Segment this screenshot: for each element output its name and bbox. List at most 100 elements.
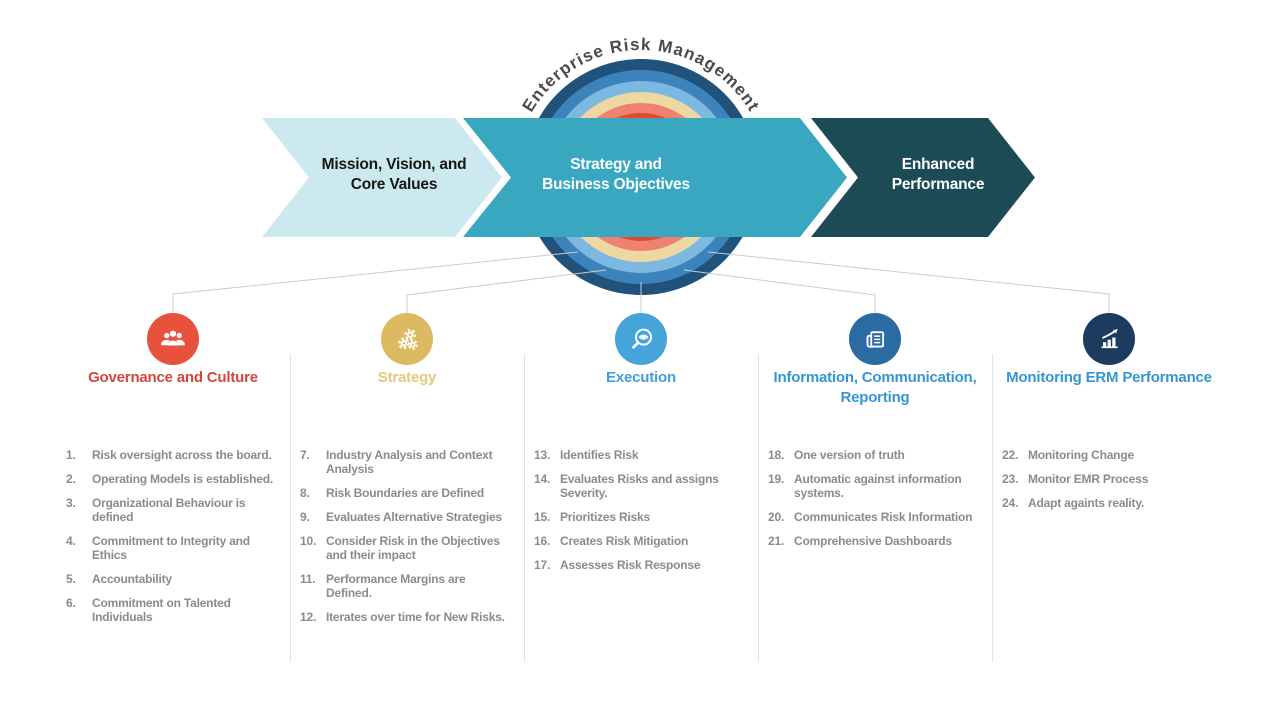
item-number: 14. bbox=[534, 472, 551, 486]
execution-icon-circle bbox=[615, 313, 667, 365]
list-item: 23. Monitor EMR Process bbox=[1002, 472, 1216, 486]
item-number: 20. bbox=[768, 510, 785, 524]
chart-growth-icon bbox=[1101, 329, 1118, 349]
column-governance: Governance and Culture 1.Risk oversight … bbox=[56, 368, 290, 634]
list-item: 13.Identifies Risk bbox=[534, 448, 748, 462]
list-item: 14. Evaluates Risks and assigns Severity. bbox=[534, 472, 748, 500]
list-item: 6. Commitment on Talented Individuals bbox=[66, 596, 280, 624]
item-number: 5. bbox=[66, 572, 76, 586]
connector-monitoring bbox=[707, 251, 1110, 313]
item-text: Evaluates Alternative Strategies bbox=[326, 510, 502, 524]
list-item: 15. Prioritizes Risks bbox=[534, 510, 748, 524]
item-text: Risk Boundaries are Defined bbox=[326, 486, 484, 500]
list-item: 11.Performance Margins are Defined. bbox=[300, 572, 514, 600]
item-number: 12. bbox=[300, 610, 317, 624]
item-number: 16. bbox=[534, 534, 551, 548]
item-number: 6. bbox=[66, 596, 76, 610]
item-number: 4. bbox=[66, 534, 76, 548]
governance-icon-circle bbox=[147, 313, 199, 365]
column-title: Governance and Culture bbox=[66, 368, 280, 432]
item-text: Industry Analysis and Context Analysis bbox=[326, 448, 493, 476]
newspaper-icon bbox=[866, 331, 885, 348]
column-dividers bbox=[290, 354, 993, 662]
column-list: 1.Risk oversight across the board. 2.Ope… bbox=[66, 448, 280, 624]
item-text: Monitor EMR Process bbox=[1028, 472, 1149, 486]
item-text: Adapt againts reality. bbox=[1028, 496, 1145, 510]
monitoring-icon-circle bbox=[1083, 313, 1135, 365]
column-title-line: Information, Communication, bbox=[773, 369, 977, 386]
connector-lines bbox=[172, 251, 1110, 313]
chevron-performance bbox=[811, 118, 1035, 237]
list-item: 7. Industry Analysis and Context Analysis bbox=[300, 448, 514, 476]
item-number: 2. bbox=[66, 472, 76, 486]
list-item: 10.Consider Risk in the Objectives and t… bbox=[300, 534, 514, 562]
item-text: Communicates Risk Information bbox=[794, 510, 973, 524]
list-item: 21. Comprehensive Dashboards bbox=[768, 534, 982, 548]
gears-icon bbox=[398, 328, 418, 350]
connector-governance bbox=[172, 251, 579, 313]
item-text: Organizational Behaviour is defined bbox=[92, 496, 246, 524]
item-number: 23. bbox=[1002, 472, 1019, 486]
list-item: 24. Adapt againts reality. bbox=[1002, 496, 1216, 510]
chevron-mission bbox=[262, 118, 502, 237]
item-text: Iterates over time for New Risks. bbox=[326, 610, 505, 624]
chevron-label-performance: Enhanced Performance bbox=[840, 155, 1036, 195]
list-item: 20. Communicates Risk Information bbox=[768, 510, 982, 524]
item-number: 7. bbox=[300, 448, 310, 462]
column-title-line: Execution bbox=[606, 369, 676, 386]
item-number: 24. bbox=[1002, 496, 1019, 510]
connector-information bbox=[683, 269, 876, 313]
chevron-label-line: Mission, Vision, and bbox=[321, 156, 467, 173]
list-item: 2.Operating Models is established. bbox=[66, 472, 280, 486]
list-item: 1.Risk oversight across the board. bbox=[66, 448, 280, 462]
item-text: Prioritizes Risks bbox=[560, 510, 650, 524]
column-title-line: Reporting bbox=[840, 389, 910, 406]
item-text: Comprehensive Dashboards bbox=[794, 534, 952, 548]
item-text: Creates Risk Mitigation bbox=[560, 534, 689, 548]
item-text: Assesses Risk Response bbox=[560, 558, 701, 572]
item-text: Performance Margins are Defined. bbox=[326, 572, 466, 600]
chevron-label-mission: Mission, Vision, and Core Values bbox=[294, 155, 494, 195]
chevron-label-line: Enhanced bbox=[901, 156, 975, 173]
chevron-label-line: Performance bbox=[891, 176, 985, 193]
column-title: Information, Communication, Reporting bbox=[768, 368, 982, 432]
item-number: 15. bbox=[534, 510, 551, 524]
list-item: 18.One version of truth bbox=[768, 448, 982, 462]
list-item: 22. Monitoring Change bbox=[1002, 448, 1216, 462]
column-list: 13.Identifies Risk 14. Evaluates Risks an… bbox=[534, 448, 748, 572]
item-number: 3. bbox=[66, 496, 76, 510]
item-number: 17. bbox=[534, 558, 551, 572]
list-item: 8.Risk Boundaries are Defined bbox=[300, 486, 514, 500]
item-text: Accountability bbox=[92, 572, 172, 586]
item-number: 9. bbox=[300, 510, 310, 524]
column-information: Information, Communication, Reporting 18… bbox=[758, 368, 992, 634]
item-text: Risk oversight across the board. bbox=[92, 448, 272, 462]
item-number: 22. bbox=[1002, 448, 1019, 462]
item-text: Commitment on Talented Individuals bbox=[92, 596, 231, 624]
column-list: 22. Monitoring Change 23. Monitor EMR Proc… bbox=[1002, 448, 1216, 510]
item-number: 21. bbox=[768, 534, 785, 548]
chevron-strategy bbox=[463, 118, 847, 237]
item-text: Commitment to Integrity and Ethics bbox=[92, 534, 250, 562]
item-number: 10. bbox=[300, 534, 317, 548]
strategy-icon-circle bbox=[381, 313, 433, 365]
item-number: 18. bbox=[768, 448, 785, 462]
column-title-line: Monitoring ERM Performance bbox=[1006, 369, 1212, 386]
list-item: 5. Accountability bbox=[66, 572, 280, 586]
item-text: Automatic against information systems. bbox=[794, 472, 962, 500]
chevron-label-strategy: Strategy and Business Objectives bbox=[510, 155, 722, 195]
list-item: 17. Assesses Risk Response bbox=[534, 558, 748, 572]
column-title-line: Strategy bbox=[377, 369, 437, 386]
column-title: Execution bbox=[534, 368, 748, 432]
column-execution: Execution 13.Identifies Risk 14. Evaluate… bbox=[524, 368, 758, 634]
column-title: Monitoring ERM Performance bbox=[1002, 368, 1216, 432]
list-item: 16. Creates Risk Mitigation bbox=[534, 534, 748, 548]
chevron-label-line: Business Objectives bbox=[542, 176, 690, 193]
column-strategy: Strategy 7. Industry Analysis and Context… bbox=[290, 368, 524, 634]
column-monitoring: Monitoring ERM Performance 22. Monitoring… bbox=[992, 368, 1226, 634]
item-text: Evaluates Risks and assigns Severity. bbox=[560, 472, 719, 500]
item-text: Monitoring Change bbox=[1028, 448, 1134, 462]
chevron-label-line: Strategy and bbox=[570, 156, 662, 173]
